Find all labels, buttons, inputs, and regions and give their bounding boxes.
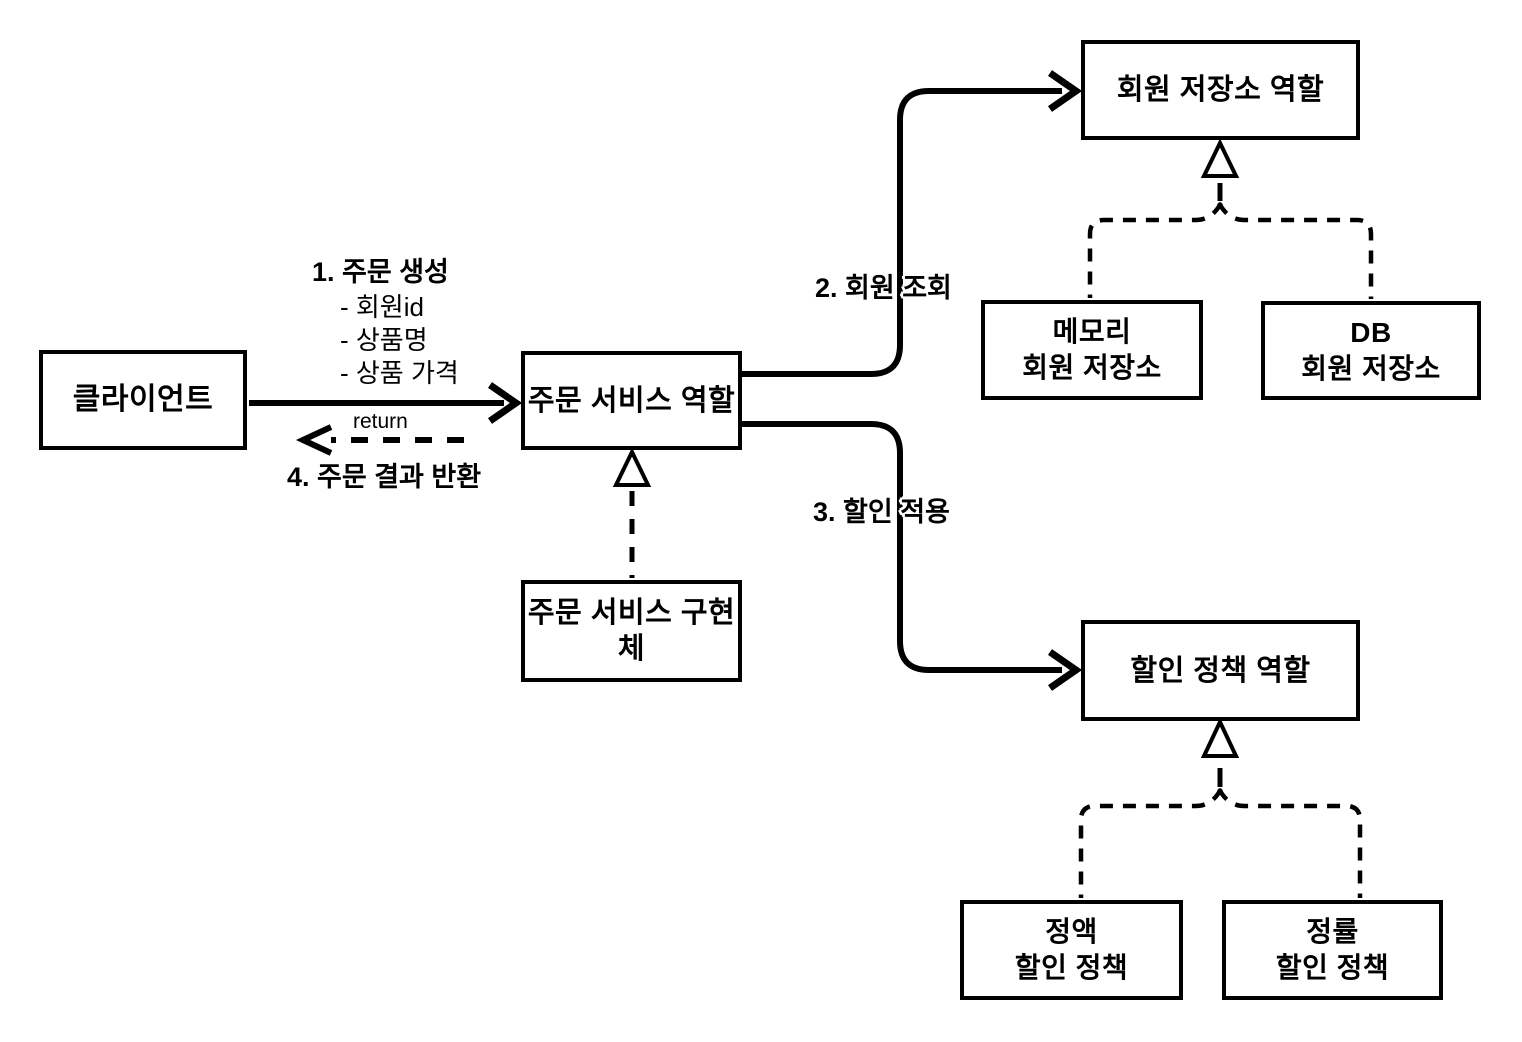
box-client-label: 클라이언트 — [72, 383, 214, 416]
label-step1-title: 1. 주문 생성 — [312, 257, 449, 287]
label-return: return — [353, 410, 408, 433]
box-client: 클라이언트 — [39, 350, 247, 450]
label-step1-item-product-name: - 상품명 — [340, 325, 428, 355]
box-member-repo-role: 회원 저장소 역할 — [1081, 40, 1360, 140]
box-discount-policy-role: 할인 정책 역할 — [1081, 620, 1360, 721]
box-member-repo-role-label: 회원 저장소 역할 — [1116, 74, 1325, 106]
label-step2: 2. 회원 조회 — [815, 273, 952, 303]
realization-branch-memory — [1087, 201, 1223, 298]
box-memory-member-repo-line1: 메모리 — [1052, 316, 1132, 347]
realization-branch-rate — [1217, 787, 1363, 898]
box-order-service-impl-label: 주문 서비스 구현체 — [527, 597, 736, 665]
box-db-member-repo-line1: DB — [1350, 316, 1392, 348]
realization-triangle-discount — [1200, 717, 1240, 758]
box-fixed-discount-policy-line1: 정액 — [1045, 916, 1098, 947]
arrow-member-lookup-head — [1048, 70, 1083, 112]
realization-triangle-order — [612, 447, 652, 487]
arrow-return-head — [295, 424, 333, 456]
realization-branch-db — [1217, 201, 1374, 299]
label-step1-item-member-id: - 회원id — [340, 292, 424, 322]
label-step3: 3. 할인 적용 — [813, 497, 950, 527]
arrow-discount-apply-shaft — [742, 421, 1062, 673]
box-rate-discount-policy-line2: 할인 정책 — [1275, 952, 1390, 983]
box-rate-discount-policy-line1: 정률 — [1306, 916, 1359, 947]
arrow-member-lookup-shaft — [742, 88, 1062, 377]
box-discount-policy-role-label: 할인 정책 역할 — [1130, 654, 1311, 687]
realization-branch-fixed — [1078, 787, 1223, 898]
label-step4: 4. 주문 결과 반환 — [287, 462, 482, 492]
box-db-member-repo-line2: 회원 저장소 — [1301, 352, 1441, 384]
box-order-service-impl: 주문 서비스 구현체 — [521, 580, 742, 682]
box-rate-discount-policy: 정률 할인 정책 — [1222, 900, 1443, 1000]
box-fixed-discount-policy-line2: 할인 정책 — [1014, 952, 1129, 983]
arrow-order-create-head — [488, 382, 523, 424]
box-memory-member-repo-line2: 회원 저장소 — [1022, 352, 1162, 383]
box-order-service-role: 주문 서비스 역할 — [521, 351, 742, 450]
realization-triangle-member — [1200, 138, 1240, 178]
box-db-member-repo: DB 회원 저장소 — [1261, 301, 1481, 400]
box-fixed-discount-policy: 정액 할인 정책 — [960, 900, 1183, 1000]
label-step1-item-product-price: - 상품 가격 — [340, 358, 459, 388]
box-memory-member-repo: 메모리 회원 저장소 — [981, 300, 1203, 400]
arrow-discount-apply-head — [1048, 649, 1083, 691]
box-order-service-role-label: 주문 서비스 역할 — [527, 384, 736, 417]
